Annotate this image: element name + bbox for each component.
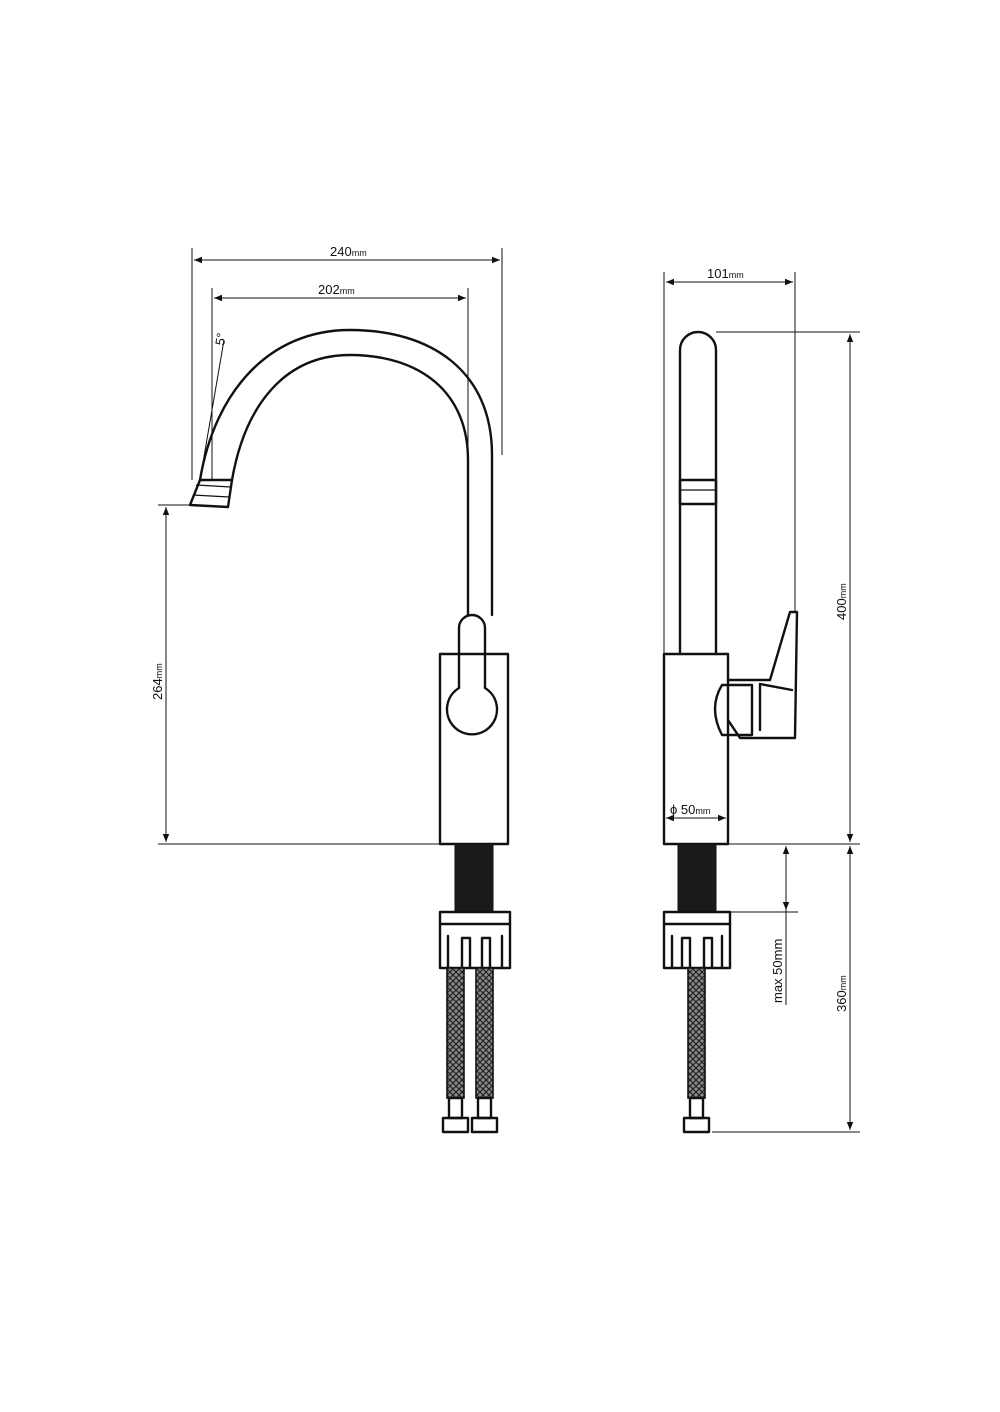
depth-unit: mm: [729, 270, 744, 280]
side-spout-band: [678, 478, 718, 506]
svg-text:101mm: 101mm: [707, 266, 744, 281]
spout-reach-unit: mm: [340, 286, 355, 296]
svg-text:400mm: 400mm: [834, 583, 849, 620]
dim-base-diameter: ϕ 50mm: [666, 802, 726, 822]
dim-hose-length: 360mm: [712, 846, 860, 1133]
spout-height-value: 264: [150, 678, 165, 700]
spout-outer: [198, 328, 494, 617]
total-height-value: 400: [834, 598, 849, 620]
spout-aerator: [188, 478, 234, 509]
side-mounting-nut: [662, 922, 732, 970]
faucet-body: [438, 652, 510, 846]
side-view: 101mm 400mm ϕ 50mm max 50mm 360mm: [662, 266, 860, 1134]
supply-hose-left: [446, 967, 465, 1099]
max-thickness-label: max 50mm: [770, 939, 785, 1003]
dim-spout-height: 264mm: [150, 504, 440, 845]
hose-fittings: [441, 1096, 499, 1134]
side-mounting-washer: [662, 910, 732, 926]
side-cartridge: [713, 683, 754, 737]
total-height-unit: mm: [838, 583, 848, 598]
svg-text:264mm: 264mm: [150, 663, 165, 700]
overall-width-unit: mm: [352, 248, 367, 258]
side-lever-grip: [758, 682, 794, 732]
dim-spout-angle: 5°: [199, 332, 229, 481]
dim-total-height: 400mm: [716, 331, 860, 845]
threaded-shank: [454, 843, 494, 913]
dim-overall-width: 240mm: [191, 244, 503, 480]
svg-text:360mm: 360mm: [834, 975, 849, 1012]
spout-reach-value: 202: [318, 282, 340, 297]
base-diameter-value: ϕ 50: [670, 802, 695, 817]
side-threaded-shank: [677, 843, 717, 913]
lever-handle: [445, 613, 499, 736]
svg-text:202mm: 202mm: [318, 282, 355, 297]
svg-text:ϕ 50mm: ϕ 50mm: [670, 802, 710, 817]
depth-value: 101: [707, 266, 729, 281]
hose-length-unit: mm: [838, 975, 848, 990]
spout-angle-label: 5°: [212, 332, 229, 347]
mounting-washer: [438, 910, 512, 926]
side-hose-fitting: [682, 1096, 711, 1134]
spout-height-unit: mm: [154, 663, 164, 678]
base-diameter-unit: mm: [695, 806, 710, 816]
spout-inner: [230, 353, 470, 617]
supply-hose-right: [475, 967, 494, 1099]
front-view: 240mm 202mm 5° 264mm: [150, 244, 512, 1134]
svg-text:240mm: 240mm: [330, 244, 367, 259]
side-spout-tube: [678, 330, 718, 656]
hose-length-value: 360: [834, 990, 849, 1012]
dim-depth: 101mm: [663, 266, 796, 654]
mounting-nut: [438, 922, 512, 970]
side-lever-handle: [726, 610, 799, 740]
dim-max-thickness: max 50mm: [730, 846, 798, 1005]
overall-width-value: 240: [330, 244, 352, 259]
dim-spout-reach: 202mm: [211, 282, 469, 480]
side-supply-hose: [687, 967, 706, 1099]
